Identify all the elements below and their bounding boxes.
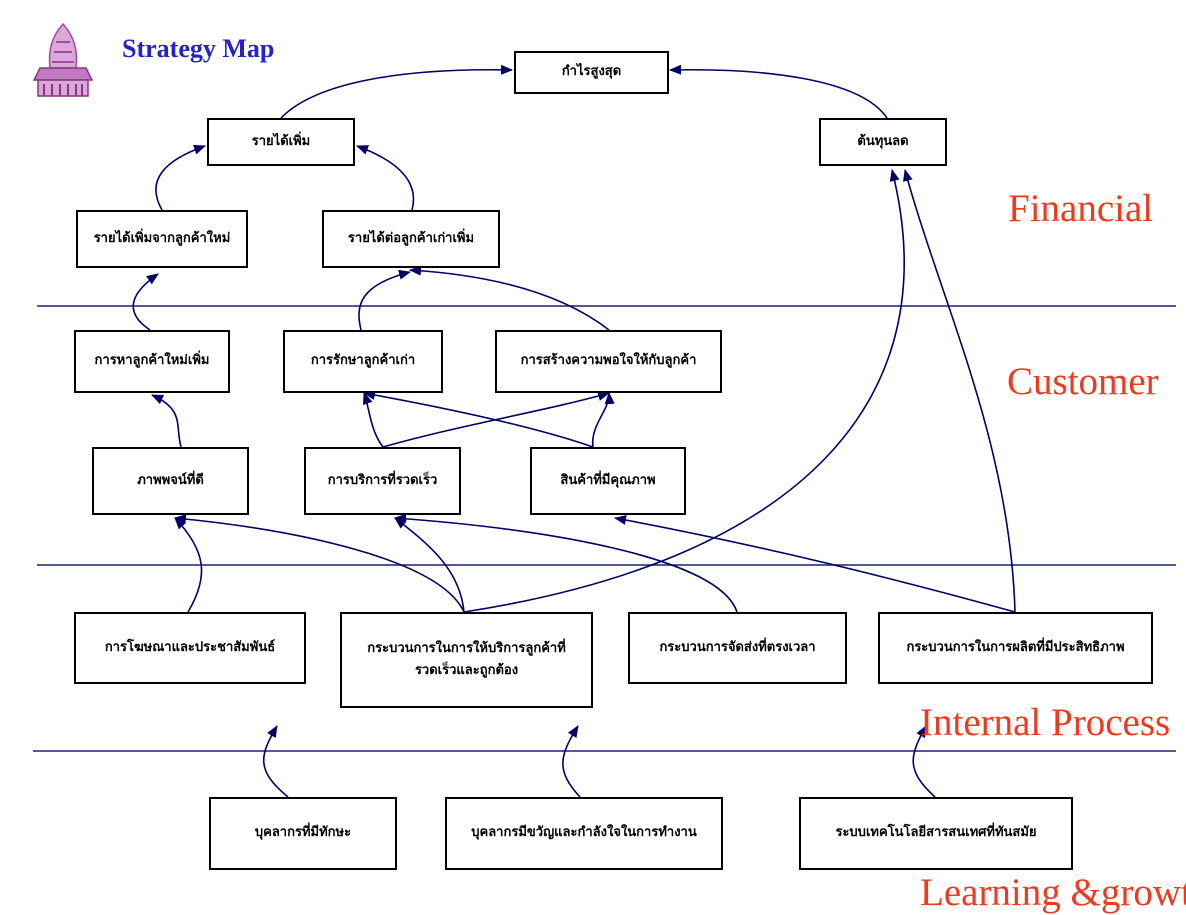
arrow-revenue-to-profit: [280, 64, 513, 119]
perspective-label-internal-process: Internal Process: [920, 701, 1171, 744]
perspective-label-financial: Financial: [1008, 187, 1154, 230]
arrow-find-to-revnew: [132, 273, 159, 331]
arrow-service-to-cost: [463, 169, 905, 613]
node-acquire-new-customers[interactable]: การหาลูกค้าใหม่เพิ่ม: [74, 330, 230, 393]
arrow-production-to-quality: [614, 515, 1016, 613]
node-max-profit[interactable]: กำไรสูงสุด: [514, 51, 669, 94]
arrow-retain-to-revold: [358, 269, 411, 331]
arrow-it-to-internal: [912, 725, 936, 798]
arrow-quality-to-satisfaction: [591, 392, 615, 448]
node-good-image[interactable]: ภาพพจน์ที่ดี: [92, 447, 249, 515]
node-revenue-new-customers[interactable]: รายได้เพิ่มจากลูกค้าใหม่: [76, 210, 248, 268]
node-retain-customers[interactable]: การรักษาลูกค้าเก่า: [283, 330, 443, 393]
arrow-cost-to-profit: [669, 64, 888, 119]
arrow-morale-to-internal: [562, 725, 581, 798]
node-production-process[interactable]: กระบวนการในการผลิตที่มีประสิทธิภาพ: [878, 612, 1153, 684]
arrow-service-to-fast: [394, 517, 465, 613]
node-quality-products[interactable]: สินค้าที่มีคุณภาพ: [530, 447, 686, 515]
node-revenue-existing-customers[interactable]: รายได้ต่อลูกค้าเก่าเพิ่ม: [322, 210, 500, 268]
node-customer-satisfaction[interactable]: การสร้างความพอใจให้กับลูกค้า: [495, 330, 722, 393]
node-cost-reduction[interactable]: ต้นทุนลด: [819, 118, 947, 166]
arrow-oldcust-to-revenue: [356, 145, 415, 211]
arrow-satisfaction-to-revold: [409, 265, 610, 331]
arrow-delivery-to-fast: [394, 513, 738, 613]
node-fast-service[interactable]: การบริการที่รวดเร็ว: [304, 447, 461, 515]
arrow-skilled-to-internal: [262, 725, 289, 798]
arrow-newcust-to-revenue: [155, 144, 206, 211]
university-emblem-icon: [30, 22, 96, 104]
node-staff-morale[interactable]: บุคลากรมีขวัญและกำลังใจในการทำงาน: [445, 797, 723, 870]
node-delivery-process[interactable]: กระบวนการจัดส่งที่ตรงเวลา: [628, 612, 847, 684]
node-skilled-staff[interactable]: บุคลากรที่มีทักษะ: [209, 797, 397, 870]
arrow-service-to-image: [174, 514, 465, 613]
perspective-label-customer: Customer: [1007, 360, 1159, 403]
node-advertising-pr[interactable]: การโฆษณาและประชาสัมพันธ์: [74, 612, 306, 684]
node-revenue-increase[interactable]: รายได้เพิ่ม: [207, 118, 355, 166]
arrow-fast-to-retain: [362, 392, 384, 448]
node-it-system[interactable]: ระบบเทคโนโลยีสารสนเทศที่ทันสมัย: [799, 797, 1073, 870]
arrow-image-to-find: [151, 394, 182, 448]
arrow-quality-to-retain: [363, 390, 594, 448]
node-service-process[interactable]: กระบวนการในการให้บริการลูกค้าที่รวดเร็วแ…: [340, 612, 593, 708]
arrow-advertising-to-image: [174, 517, 203, 613]
perspective-label-learning-growth: Learning &growth: [920, 871, 1186, 914]
arrow-production-to-cost: [903, 169, 1016, 613]
page-title: Strategy Map: [122, 34, 275, 63]
arrow-fast-to-satisfaction: [382, 391, 610, 448]
